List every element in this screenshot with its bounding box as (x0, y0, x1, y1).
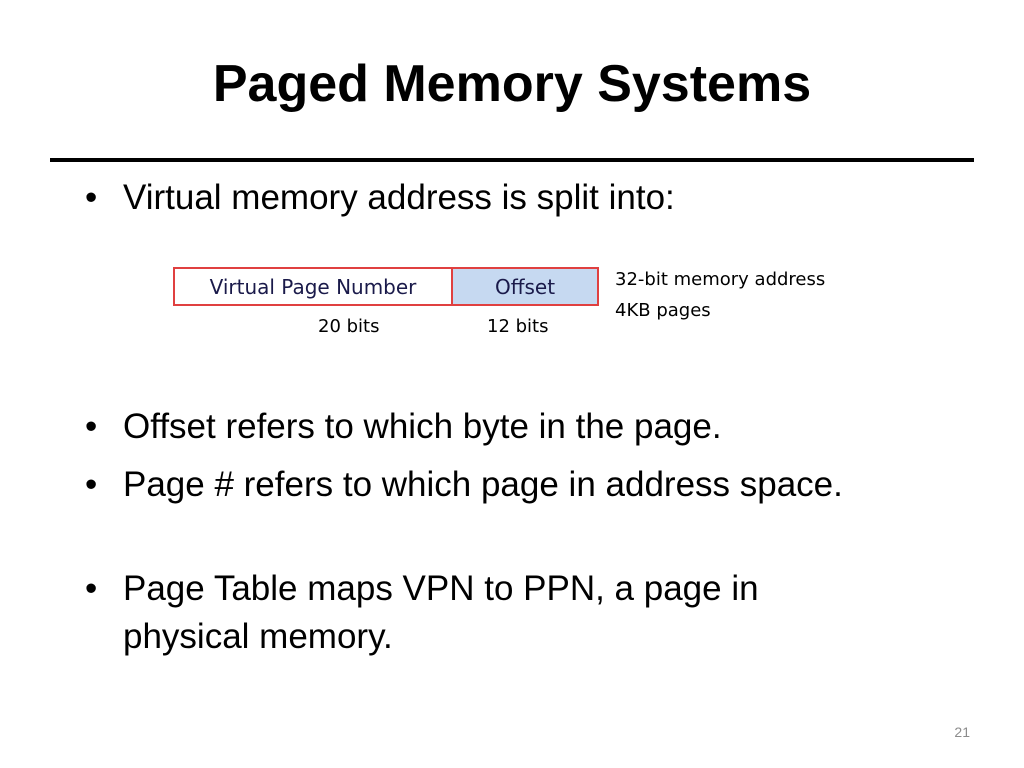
bullet-text: Page # refers to which page in address s… (123, 465, 843, 504)
offset-field: Offset (453, 269, 597, 304)
bullet-text: Offset refers to which byte in the page. (123, 407, 722, 446)
address-notes: 32-bit memory address 4KB pages (615, 264, 825, 326)
bullet-marker: • (85, 569, 98, 608)
bullet-marker: • (85, 465, 98, 504)
title-divider (50, 158, 974, 162)
offset-bits-label: 12 bits (487, 316, 549, 337)
bullet-item: • Offset refers to which byte in the pag… (85, 403, 845, 451)
bullet-item: • Page # refers to which page in address… (85, 461, 845, 509)
bullet-marker: • (85, 407, 98, 446)
vpn-field: Virtual Page Number (175, 269, 453, 304)
bullet-text: Virtual memory address is split into: (123, 178, 675, 217)
address-split-diagram: Virtual Page Number Offset (173, 267, 599, 306)
note-address-size: 32-bit memory address (615, 269, 826, 290)
page-number: 21 (954, 724, 970, 740)
bullet-marker: • (85, 178, 98, 217)
bullet-text: Page Table maps VPN to PPN, a page in ph… (123, 569, 759, 656)
vpn-bits-label: 20 bits (318, 316, 380, 337)
bullet-item: • Page Table maps VPN to PPN, a page in … (85, 565, 845, 661)
slide-title: Paged Memory Systems (212, 55, 812, 113)
note-page-size: 4KB pages (615, 300, 711, 321)
bullet-item: • Virtual memory address is split into: (85, 174, 845, 222)
